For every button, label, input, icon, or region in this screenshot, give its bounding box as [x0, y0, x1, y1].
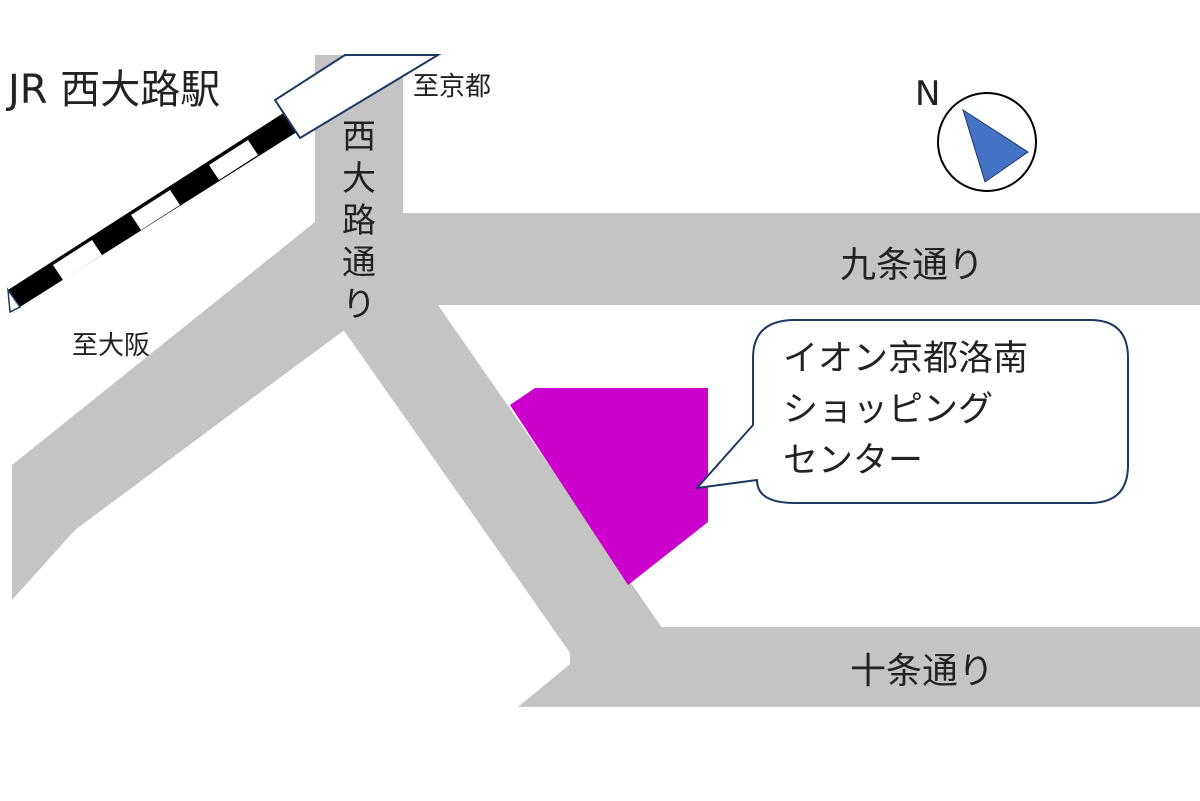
railway	[6, 54, 442, 314]
north-arrow-icon	[962, 108, 1029, 183]
station-platform	[273, 54, 442, 140]
kujo-street-label: 九条通り	[840, 245, 984, 286]
aeon-mall-area	[510, 388, 708, 585]
jujo-street-label: 十条通り	[850, 651, 994, 692]
road-jujo-west	[518, 660, 612, 707]
railway-white-block	[209, 140, 258, 180]
callout-text: イオン京都洛南 ショッピング センター	[783, 339, 1028, 481]
nishioji-char: 路	[342, 201, 376, 241]
road-nishioji-diagonal	[326, 305, 665, 660]
nishioji-char: 大	[342, 159, 376, 199]
railway-white-block	[53, 240, 102, 280]
callout-bubble	[696, 319, 1129, 504]
nishioji-char: 通	[342, 243, 376, 283]
railway-track-end	[6, 287, 22, 314]
road-jujo	[570, 627, 1200, 707]
nishioji-char: り	[342, 285, 376, 325]
compass-north-label: N	[915, 74, 940, 114]
road-to-osaka	[12, 218, 365, 600]
callout-line: イオン京都洛南	[783, 339, 1028, 379]
nishioji-street-label: 西 大 路 通 り	[342, 117, 376, 325]
nishioji-char: 西	[342, 117, 376, 157]
callout-line: ショッピング	[783, 390, 993, 430]
compass: N	[915, 74, 1037, 192]
station-label: JR 西大路駅	[5, 67, 220, 113]
road-kujo	[398, 213, 1200, 305]
direction-to-osaka: 至大阪	[72, 331, 150, 361]
callout-line: センター	[783, 441, 923, 481]
direction-to-kyoto: 至京都	[413, 72, 491, 102]
railway-white-block	[131, 190, 180, 230]
roads	[12, 55, 1200, 707]
